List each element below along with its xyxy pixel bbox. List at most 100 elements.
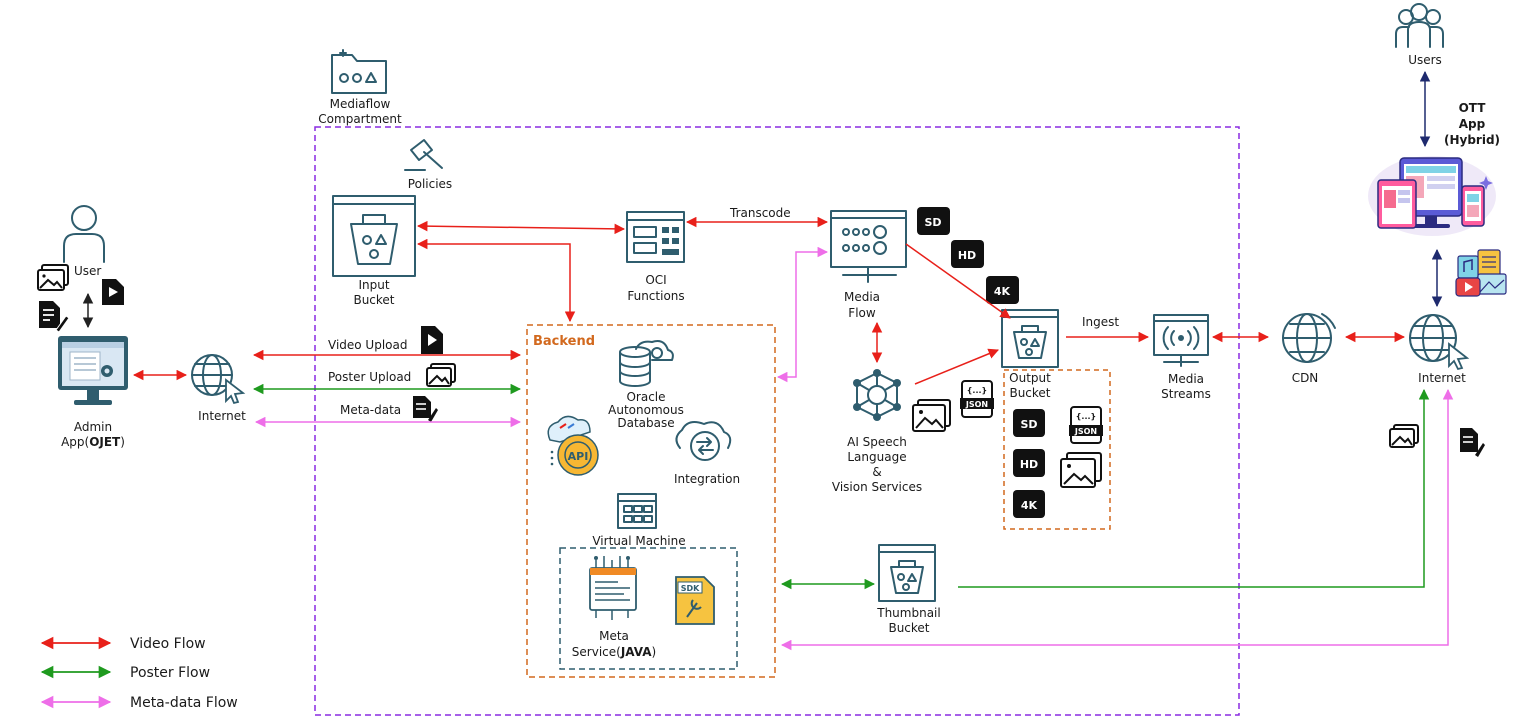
- oracle-db-label-3: Database: [617, 416, 674, 430]
- legend-video-label: Video Flow: [130, 636, 206, 652]
- video-upload-label: Video Upload: [328, 338, 407, 352]
- 4k-badge-output: 4K: [1013, 490, 1045, 518]
- legend-poster-label: Poster Flow: [130, 665, 210, 681]
- media-streams-icon: [1153, 314, 1209, 367]
- svg-text:HD: HD: [1020, 458, 1038, 471]
- admin-app-label-2: App(OJET): [61, 435, 125, 449]
- svg-text:{...}: {...}: [967, 386, 988, 395]
- thumbnail-bucket-label-2: Bucket: [888, 621, 929, 635]
- ott-app-label-2: App: [1459, 117, 1486, 131]
- hd-badge-output: HD: [1013, 449, 1045, 477]
- internet-left-label: Internet: [198, 409, 246, 423]
- cursor-icon-left: [225, 378, 246, 405]
- svg-text:JSON: JSON: [1074, 427, 1097, 436]
- compartment-label-2: Compartment: [318, 112, 402, 126]
- oci-functions-label: OCI: [645, 273, 666, 287]
- image-file-icon-right: [1389, 424, 1419, 448]
- meta-service-label: Meta: [599, 629, 629, 643]
- folder-icon: [331, 49, 387, 94]
- svg-text:JSON: JSON: [965, 400, 988, 409]
- integration-icon: [675, 421, 732, 461]
- vm-border: [559, 547, 738, 670]
- svg-text:{...}: {...}: [1076, 412, 1097, 421]
- video-file-icon-upload: [421, 326, 443, 354]
- gavel-icon: [404, 139, 443, 171]
- functions-icon: [626, 211, 685, 263]
- thumbnail-bucket-icon: [878, 544, 936, 602]
- svg-text:SD: SD: [924, 216, 941, 229]
- ott-app-label: OTT: [1459, 101, 1487, 115]
- media-streams-label-2: Streams: [1161, 387, 1211, 401]
- internet-left-globe-icon: [191, 354, 233, 396]
- admin-monitor-icon: [58, 336, 128, 405]
- oracle-db-label-2: Autonomous: [608, 403, 684, 417]
- media-flow-label-2: Flow: [848, 306, 876, 320]
- svg-text:API: API: [568, 450, 589, 463]
- svg-text:4K: 4K: [1021, 499, 1038, 512]
- ai-services-label-4: Vision Services: [832, 480, 922, 494]
- users-group-icon: [1395, 3, 1444, 48]
- virtual-machine-icon: [617, 493, 657, 529]
- users-label: Users: [1408, 53, 1442, 67]
- policies-label: Policies: [408, 177, 452, 191]
- thumbnail-bucket-label: Thumbnail: [876, 606, 940, 620]
- image-file-icon-upload: [426, 363, 456, 387]
- oracle-db-label: Oracle: [626, 390, 665, 404]
- 4k-badge-top: 4K: [986, 276, 1019, 304]
- output-bucket-icon: [1001, 309, 1059, 368]
- arrow-internet-backend-meta: [780, 388, 1454, 651]
- database-icon: [619, 340, 674, 387]
- ott-app-label-3: (Hybrid): [1444, 133, 1500, 147]
- ai-network-icon: [853, 369, 901, 421]
- meta-data-label: Meta-data: [340, 403, 401, 417]
- ai-services-label: AI Speech: [847, 435, 907, 449]
- user-label: User: [74, 264, 101, 278]
- admin-app-label: Admin: [74, 420, 112, 434]
- image-files-icon-user: [37, 264, 69, 291]
- cdn-globe-icon: [1282, 313, 1336, 363]
- sdk-icon: SDK: [675, 576, 715, 625]
- compartment-label: Mediaflow: [330, 97, 391, 111]
- input-bucket-icon: [332, 195, 416, 277]
- arrow-ai-output: [914, 348, 999, 385]
- ai-services-label-2: Language: [847, 450, 906, 464]
- output-bucket-label-2: Bucket: [1009, 386, 1050, 400]
- user-icon: [63, 205, 105, 263]
- hd-badge-top: HD: [951, 240, 984, 268]
- input-bucket-label-2: Bucket: [353, 293, 394, 307]
- media-content-icon: [1455, 249, 1507, 297]
- legend: Video Flow Poster Flow Meta-data Flow: [40, 636, 238, 711]
- arrow-input-backend: [416, 238, 576, 323]
- integration-label: Integration: [674, 472, 740, 486]
- legend-meta-label: Meta-data Flow: [130, 695, 238, 711]
- arrow-input-functions: [416, 220, 626, 235]
- meta-doc-icon-right: [1460, 428, 1485, 457]
- sd-badge-output: SD: [1013, 409, 1045, 437]
- cdn-label: CDN: [1292, 371, 1319, 385]
- input-bucket-label: Input: [358, 278, 389, 292]
- media-flow-icon: [830, 210, 907, 283]
- ai-services-label-3: &: [872, 465, 881, 479]
- svg-text:4K: 4K: [994, 285, 1011, 298]
- internet-right-globe-icon: [1409, 314, 1457, 362]
- json-file-icon-output: {...} JSON: [1069, 406, 1103, 444]
- ott-devices-icon: [1368, 156, 1496, 236]
- svg-text:SD: SD: [1020, 418, 1037, 431]
- svg-text:SDK: SDK: [681, 584, 700, 593]
- backend-title: Backend: [533, 334, 595, 349]
- output-bucket-label: Output: [1009, 371, 1051, 385]
- virtual-machine-label: Virtual Machine: [592, 534, 685, 548]
- arrow-backend-mediaflow: [776, 246, 829, 383]
- poster-upload-label: Poster Upload: [328, 370, 411, 384]
- backend-border: [526, 324, 776, 678]
- image-files-icon: [912, 399, 951, 432]
- arrow-mediaflow-output: [905, 243, 1011, 319]
- meta-doc-icon-upload: [413, 396, 438, 422]
- internet-right-label: Internet: [1418, 371, 1466, 385]
- meta-service-label-2: Service(JAVA): [572, 645, 656, 659]
- json-file-icon: {...} JSON: [960, 380, 994, 418]
- ingest-label: Ingest: [1082, 315, 1119, 329]
- sd-badge-top: SD: [917, 207, 950, 235]
